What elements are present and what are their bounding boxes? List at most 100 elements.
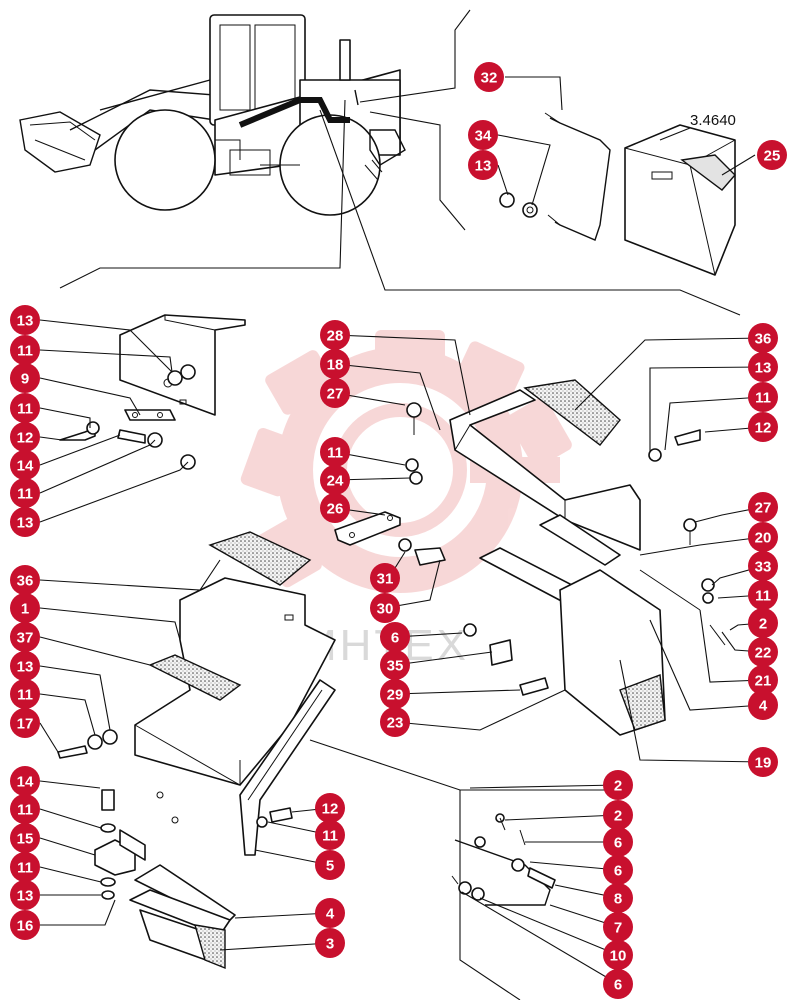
callout-circle bbox=[10, 708, 40, 738]
frame-platform-assembly bbox=[334, 379, 726, 736]
callout-badge: 11 bbox=[10, 335, 40, 365]
callout-badge: 25 bbox=[757, 140, 787, 170]
callout-badge: 14 bbox=[10, 766, 40, 796]
callout-badge: 23 bbox=[380, 707, 410, 737]
callout-badge: 13 bbox=[468, 150, 498, 180]
callout-number: 34 bbox=[475, 128, 492, 145]
callout-number: 28 bbox=[327, 328, 344, 345]
callout-circle bbox=[10, 393, 40, 423]
callout-badge: 11 bbox=[320, 437, 350, 467]
callout-circle bbox=[320, 465, 350, 495]
callout-circle bbox=[468, 150, 498, 180]
reference-number: 3.4640 bbox=[690, 112, 736, 129]
callout-badge: 36 bbox=[10, 565, 40, 595]
callout-circle bbox=[370, 563, 400, 593]
callout-circle bbox=[748, 690, 778, 720]
callout-badge: 9 bbox=[10, 363, 40, 393]
callout-circle bbox=[748, 580, 778, 610]
callout-badge: 2 bbox=[603, 800, 633, 830]
callout-badge: 5 bbox=[315, 850, 345, 880]
callout-badge: 13 bbox=[10, 651, 40, 681]
callout-badge: 26 bbox=[320, 493, 350, 523]
callout-circle bbox=[603, 883, 633, 913]
callout-number: 4 bbox=[326, 906, 335, 923]
callout-circle bbox=[748, 382, 778, 412]
callout-badge: 33 bbox=[748, 551, 778, 581]
callout-circle bbox=[380, 650, 410, 680]
callout-badge: 6 bbox=[603, 855, 633, 885]
callout-circle bbox=[10, 363, 40, 393]
callout-badge: 13 bbox=[10, 305, 40, 335]
callout-circle bbox=[748, 665, 778, 695]
callout-circle bbox=[320, 378, 350, 408]
callout-number: 20 bbox=[755, 530, 772, 547]
callout-badge: 11 bbox=[10, 393, 40, 423]
tie-bar-assembly bbox=[499, 112, 611, 241]
callout-circle bbox=[10, 910, 40, 940]
callout-number: 13 bbox=[17, 888, 34, 905]
callout-badge: 13 bbox=[10, 880, 40, 910]
fender-assembly bbox=[57, 531, 336, 856]
side-bracket-assembly bbox=[59, 314, 246, 470]
callout-badge: 17 bbox=[10, 708, 40, 738]
callout-number: 11 bbox=[327, 445, 343, 462]
callout-number: 35 bbox=[387, 658, 404, 675]
callout-badge: 21 bbox=[748, 665, 778, 695]
callout-number: 29 bbox=[387, 687, 404, 704]
callout-circle bbox=[603, 827, 633, 857]
callout-number: 14 bbox=[17, 458, 34, 475]
callout-badge: 3 bbox=[315, 928, 345, 958]
callout-number: 6 bbox=[614, 835, 622, 852]
callout-circle bbox=[603, 969, 633, 999]
callout-number: 11 bbox=[17, 401, 33, 418]
callout-badge: 12 bbox=[315, 793, 345, 823]
callout-circle bbox=[603, 912, 633, 942]
callout-badge: 24 bbox=[320, 465, 350, 495]
callout-badge: 28 bbox=[320, 320, 350, 350]
callout-badge: 19 bbox=[748, 747, 778, 777]
callout-number: 11 bbox=[755, 390, 771, 407]
callout-circle bbox=[603, 770, 633, 800]
callout-badge: 16 bbox=[10, 910, 40, 940]
callout-number: 10 bbox=[610, 948, 627, 965]
callout-number: 13 bbox=[755, 360, 772, 377]
callout-circle bbox=[10, 880, 40, 910]
callout-circle bbox=[603, 800, 633, 830]
callout-badge: 14 bbox=[10, 450, 40, 480]
callout-badge: 10 bbox=[603, 940, 633, 970]
callout-number: 12 bbox=[17, 430, 34, 447]
callout-number: 11 bbox=[17, 343, 33, 360]
callout-number: 11 bbox=[17, 860, 33, 877]
callout-number: 2 bbox=[759, 616, 767, 633]
callout-number: 36 bbox=[755, 331, 772, 348]
callout-number: 24 bbox=[327, 473, 344, 490]
callout-badge: 37 bbox=[10, 622, 40, 652]
callout-badge: 11 bbox=[748, 580, 778, 610]
callout-number: 13 bbox=[17, 313, 34, 330]
callout-badge: 1 bbox=[10, 593, 40, 623]
callout-circle bbox=[10, 422, 40, 452]
callout-number: 7 bbox=[614, 920, 622, 937]
callout-badge: 7 bbox=[603, 912, 633, 942]
callout-badge: 11 bbox=[315, 820, 345, 850]
callout-number: 2 bbox=[614, 808, 622, 825]
callout-number: 19 bbox=[755, 755, 772, 772]
callout-badge: 27 bbox=[748, 492, 778, 522]
callout-circle bbox=[603, 940, 633, 970]
callout-number: 11 bbox=[17, 687, 33, 704]
callout-number: 14 bbox=[17, 774, 34, 791]
callout-badge: 6 bbox=[380, 622, 410, 652]
callout-number: 32 bbox=[481, 70, 498, 87]
callout-badge: 11 bbox=[10, 679, 40, 709]
callout-circle bbox=[10, 622, 40, 652]
callout-circle bbox=[380, 707, 410, 737]
callout-number: 12 bbox=[755, 420, 772, 437]
callout-circle bbox=[10, 766, 40, 796]
callout-number: 16 bbox=[17, 918, 34, 935]
callout-circle bbox=[10, 593, 40, 623]
callout-badge: 11 bbox=[748, 382, 778, 412]
callout-number: 11 bbox=[17, 802, 33, 819]
callout-circle bbox=[10, 450, 40, 480]
